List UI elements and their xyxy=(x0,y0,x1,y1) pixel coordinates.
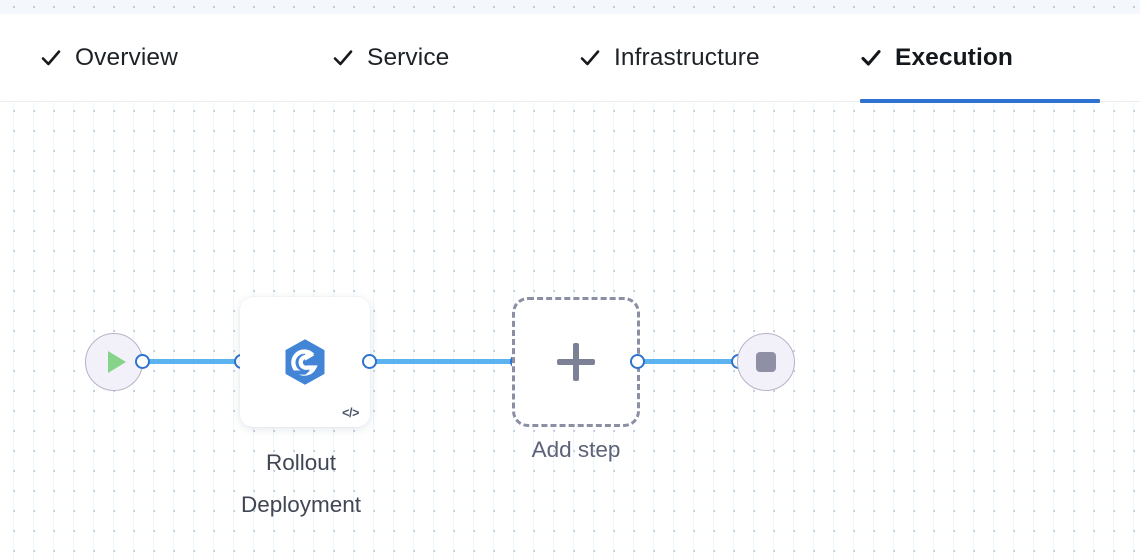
edge-step-to-addstep[interactable] xyxy=(369,359,517,364)
add-step-button[interactable] xyxy=(512,297,640,427)
step-node-label-line2: Deployment xyxy=(240,492,362,517)
edge-addstep-to-end[interactable] xyxy=(637,359,739,364)
step-node-label: Rollout Deployment xyxy=(196,442,406,526)
tab-service-label: Service xyxy=(367,43,450,71)
add-step-label: Add step xyxy=(531,437,621,462)
check-icon xyxy=(40,47,62,69)
port-start-output[interactable] xyxy=(135,354,150,369)
tab-infrastructure[interactable]: Infrastructure xyxy=(579,14,760,102)
port-addstep-output[interactable] xyxy=(630,354,645,369)
check-icon xyxy=(332,47,354,69)
tab-execution[interactable]: Execution xyxy=(860,14,1100,103)
stop-icon xyxy=(756,352,776,372)
check-icon xyxy=(860,47,882,69)
code-badge-icon[interactable]: </> xyxy=(342,406,359,420)
check-icon xyxy=(579,47,601,69)
step-node-rollout-deployment[interactable]: </> xyxy=(240,297,370,427)
port-step-output[interactable] xyxy=(362,354,377,369)
step-node-label-line1: Rollout xyxy=(265,450,337,475)
tab-infrastructure-label: Infrastructure xyxy=(614,43,760,71)
edge-start-to-step[interactable] xyxy=(143,359,243,364)
tab-overview[interactable]: Overview xyxy=(40,14,178,102)
active-tab-underline xyxy=(860,99,1100,103)
tab-execution-label: Execution xyxy=(895,43,1013,71)
pipeline-graph: </> Rollout Deployment Add step xyxy=(0,103,1140,560)
tab-overview-label: Overview xyxy=(75,43,178,71)
tab-service[interactable]: Service xyxy=(332,14,449,102)
end-node[interactable] xyxy=(737,333,795,391)
plus-icon xyxy=(557,343,595,381)
rollout-deployment-icon xyxy=(279,336,331,388)
play-icon xyxy=(107,351,126,373)
execution-canvas[interactable]: </> Rollout Deployment Add step xyxy=(0,103,1140,560)
start-node[interactable] xyxy=(85,333,143,391)
canvas-top-strip xyxy=(0,0,1140,14)
stage-tab-bar: Overview Service Infrastructure Executio… xyxy=(0,14,1140,103)
